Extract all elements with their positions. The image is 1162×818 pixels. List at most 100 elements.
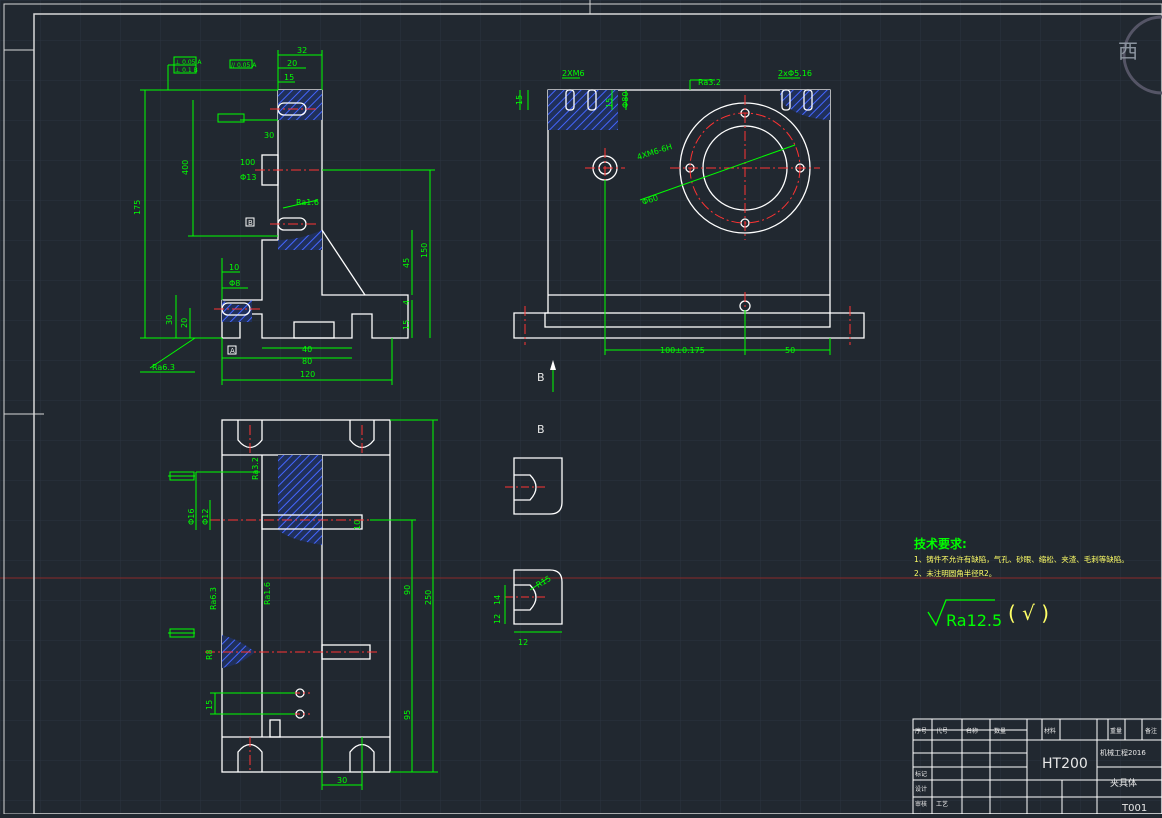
watermark-circle [1122, 15, 1162, 95]
svg-text:Ra6.3: Ra6.3 [209, 587, 218, 610]
top-hatch [278, 455, 322, 515]
tech-requirements-title: 技术要求: [914, 536, 967, 551]
title-block [912, 718, 1162, 815]
side-body-outline [513, 89, 865, 339]
svg-text:⊥ 0.05 A: ⊥ 0.05 A [175, 59, 202, 66]
front-notch [293, 321, 335, 339]
svg-text:175: 175 [133, 200, 142, 215]
svg-text:80: 80 [302, 357, 312, 366]
front-view-labels: 32 20 15 30 Φ13 100 400 175 Ra1.6 150 45… [133, 46, 429, 379]
front-view [221, 89, 409, 339]
svg-text:2XM6: 2XM6 [562, 69, 585, 78]
svg-text:序号: 序号 [915, 727, 927, 735]
svg-text:Ra1.6: Ra1.6 [263, 582, 272, 605]
front-rib [321, 229, 366, 296]
tech-requirements: 技术要求: 1、铸件不允许有缺陷，气孔、砂眼、缩松、夹渣、毛刺等缺陷。 2、未注… [914, 536, 1129, 578]
svg-text:250: 250 [424, 590, 433, 605]
tech-requirement-1: 1、铸件不允许有缺陷，气孔、砂眼、缩松、夹渣、毛刺等缺陷。 [914, 554, 1129, 564]
svg-text:15: 15 [605, 98, 614, 108]
b-view-label: B [537, 423, 545, 436]
svg-text:14: 14 [493, 595, 502, 605]
svg-text:100: 100 [240, 158, 255, 167]
svg-text:数量: 数量 [994, 727, 1006, 735]
svg-text:30: 30 [337, 776, 347, 785]
roughness-note: Ra12.5 ( √ ) [927, 599, 1049, 630]
roughness-paren: ( √ ) [1008, 601, 1049, 625]
roughness-symbol-icon [927, 599, 995, 627]
roughness-value: Ra12.5 [946, 611, 1002, 630]
title-block-text: HT200 机械工程2016 夹具体 T001 序号 代号 名称 数量 材料 重… [915, 727, 1157, 814]
tech-requirement-2: 2、未注明圆角半径R2。 [914, 568, 996, 578]
svg-text:15: 15 [205, 700, 214, 710]
detail-b-centerlines [505, 486, 545, 598]
svg-text:120: 120 [300, 370, 315, 379]
svg-text:A: A [230, 347, 235, 355]
side-view-centerlines [524, 95, 851, 345]
svg-text:设计: 设计 [915, 785, 927, 793]
svg-text:Ra6.3: Ra6.3 [152, 363, 175, 372]
svg-text:审核: 审核 [915, 800, 927, 808]
detail-b-view [513, 457, 563, 625]
svg-text:Φ16: Φ16 [187, 509, 196, 525]
svg-text:R8: R8 [205, 649, 214, 660]
svg-text:Ra3.2: Ra3.2 [698, 78, 721, 87]
material-label: HT200 [1042, 756, 1088, 772]
svg-text:Ra3.2: Ra3.2 [251, 457, 260, 480]
svg-text:20: 20 [287, 59, 297, 68]
svg-text:Φ13: Φ13 [240, 173, 256, 182]
svg-text:400: 400 [181, 160, 190, 175]
svg-text:重量: 重量 [1110, 727, 1122, 735]
svg-text:Ra1.6: Ra1.6 [296, 198, 319, 207]
company-label: 机械工程2016 [1100, 748, 1146, 757]
svg-text:B: B [537, 371, 545, 384]
svg-text:10: 10 [353, 520, 362, 530]
svg-text:32: 32 [297, 46, 307, 55]
front-hatch-mid [278, 230, 322, 250]
front-hatch-bottom [222, 300, 252, 322]
svg-text:⊥ 0.1 B: ⊥ 0.1 B [175, 67, 198, 74]
svg-text:15: 15 [402, 320, 411, 330]
front-body-outline [221, 89, 409, 339]
svg-text:Φ80: Φ80 [621, 92, 630, 108]
svg-text:15: 15 [284, 73, 294, 82]
part-name-label: 夹具体 [1110, 777, 1137, 789]
svg-text:名称: 名称 [966, 727, 978, 735]
svg-text:95: 95 [403, 710, 412, 720]
top-view-frames [169, 471, 195, 638]
detail-b-dimension-lines [504, 577, 562, 633]
side-hatch-right [780, 90, 830, 120]
svg-text:150: 150 [420, 243, 429, 258]
svg-text:4: 4 [402, 300, 411, 305]
svg-text:材料: 材料 [1044, 727, 1056, 735]
svg-text:代号: 代号 [936, 727, 948, 735]
front-view-centerlines [214, 108, 330, 310]
svg-text:// 0.05 A: // 0.05 A [231, 62, 257, 69]
svg-text:B: B [248, 219, 253, 227]
svg-text:标记: 标记 [915, 770, 927, 778]
svg-text:20: 20 [180, 318, 189, 328]
front-view-dimension-lines [140, 50, 435, 385]
top-view-dimension-lines [168, 419, 438, 790]
front-view-frames [173, 56, 255, 355]
top-view-labels: Φ16 Φ12 Ra3.2 Ra1.6 Ra6.3 R8 10 15 90 25… [187, 457, 433, 785]
side-view [513, 89, 865, 339]
svg-text:15: 15 [515, 95, 524, 105]
svg-text:45: 45 [402, 258, 411, 268]
svg-text:30: 30 [165, 315, 174, 325]
drawing-number-label: T001 [1121, 803, 1147, 814]
svg-text:12: 12 [518, 638, 528, 647]
watermark-text: 西 [1118, 39, 1138, 63]
b-arrow-label: B B [537, 360, 556, 436]
b-arrow-icon [550, 360, 556, 370]
side-view-dimension-lines [519, 77, 831, 392]
svg-text:工艺: 工艺 [936, 800, 948, 808]
top-hatch-left [222, 635, 255, 668]
svg-text:30: 30 [264, 131, 274, 140]
svg-text:2xΦ5.16: 2xΦ5.16 [778, 69, 812, 78]
top-body-outline [221, 419, 391, 773]
svg-text:50: 50 [785, 346, 795, 355]
svg-text:100±0.175: 100±0.175 [660, 346, 705, 355]
